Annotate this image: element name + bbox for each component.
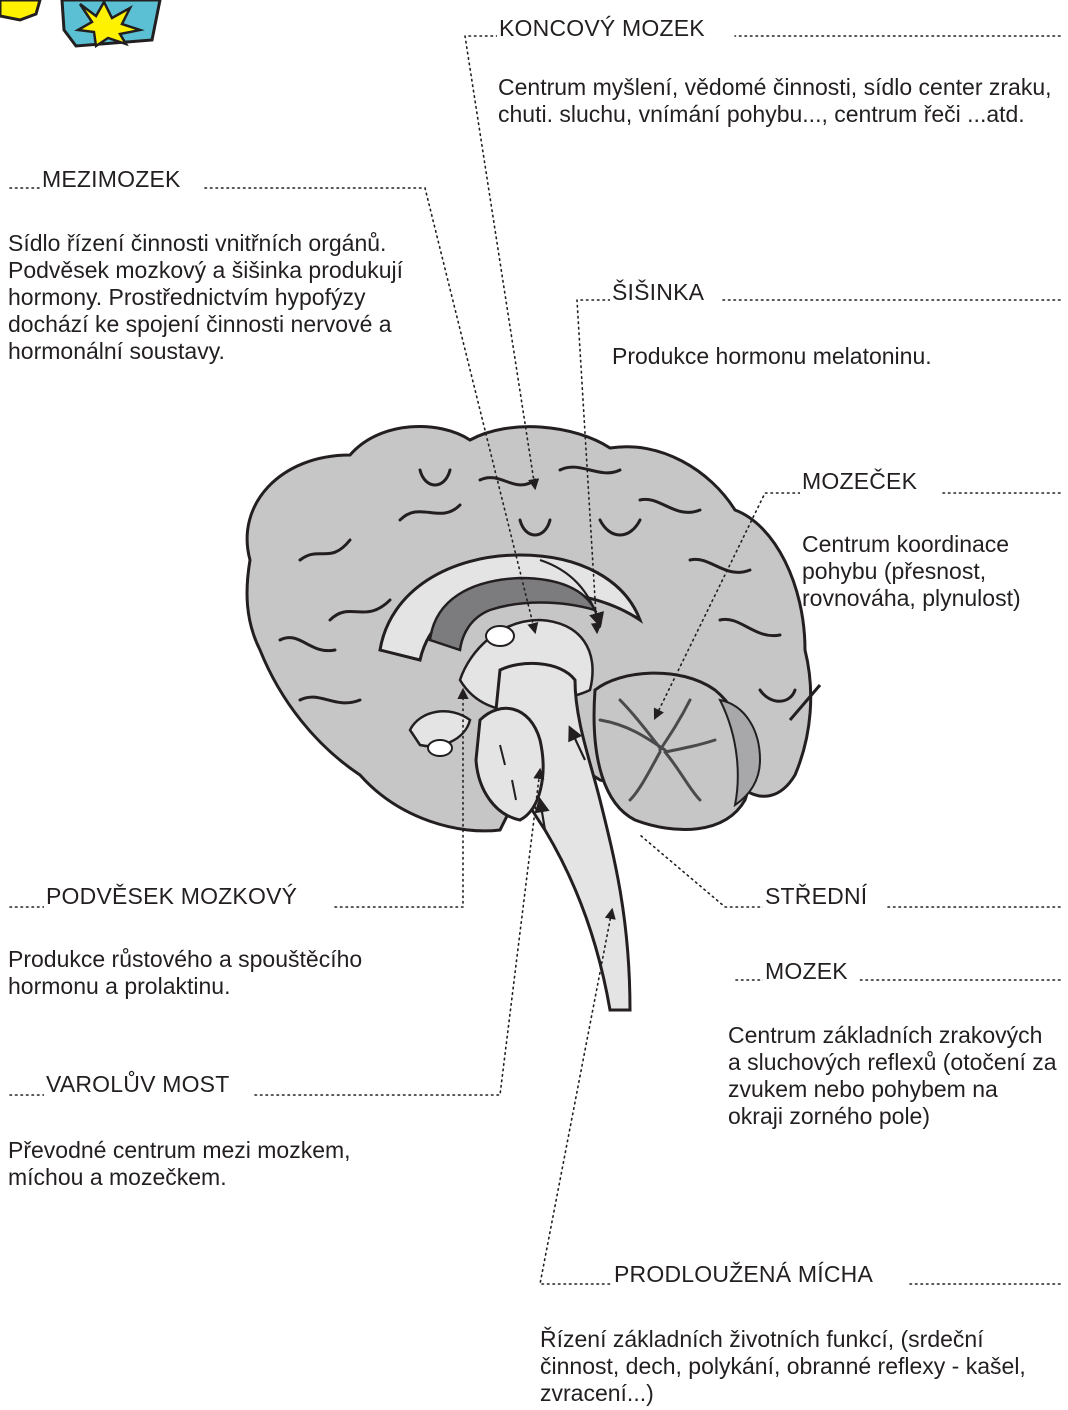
label-mozecek: MOZEČEK [800,468,919,494]
desc-prodlouzena-micha: Řízení základních životních funkcí, (srd… [540,1326,1060,1407]
label-prodlouzena-micha: PRODLOUŽENÁ MÍCHA [612,1261,875,1287]
label-stredni: STŘEDNÍ [763,883,869,909]
label-koncovy-mozek: KONCOVÝ MOZEK [497,15,707,41]
label-mezimozek: MEZIMOZEK [40,166,183,192]
desc-podvesek-mozkovy: Produkce růstového a spouštěcího hormonu… [8,946,428,1000]
desc-sisinka: Produkce hormonu melatoninu. [612,343,1052,370]
label-varoluv-most: VAROLŮV MOST [44,1071,231,1097]
desc-varoluv-most: Převodné centrum mezi mozkem, míchou a m… [8,1137,418,1191]
label-podvesek-mozkovy: PODVĚSEK MOZKOVÝ [44,883,299,909]
brain-illustration [247,426,820,1010]
label-sisinka: ŠIŠINKA [610,279,706,305]
label-mozek: MOZEK [763,958,850,984]
desc-mezimozek: Sídlo řízení činnosti vnitřních orgánů. … [8,230,408,365]
star-burst-icon [0,0,160,46]
desc-koncovy-mozek: Centrum myšlení, vědomé činnosti, sídlo … [498,74,1063,128]
desc-stredni-mozek: Centrum základních zrakových a sluchovýc… [728,1022,1058,1130]
desc-mozecek: Centrum koordinace pohybu (přesnost, rov… [802,531,1062,612]
